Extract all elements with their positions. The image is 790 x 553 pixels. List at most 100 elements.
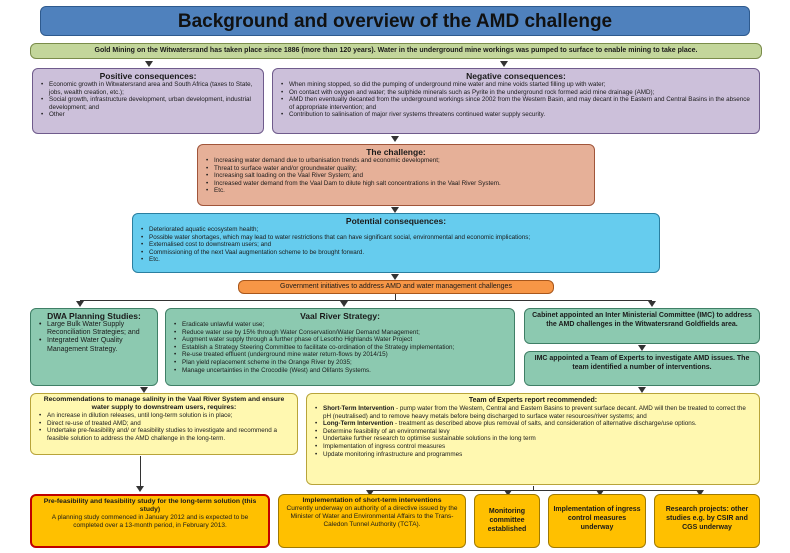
list-item: Social growth, infrastructure developmen…	[41, 96, 259, 111]
list-item: Direct re-use of treated AMD; and	[39, 420, 293, 428]
feasibility-study-title: Pre-feasibility and feasibility study fo…	[43, 498, 257, 513]
government-initiatives-text: Government initiatives to address AMD an…	[280, 283, 512, 290]
imc-team-text: IMC appointed a Team of Experts to inves…	[534, 355, 750, 371]
list-item: Re-use treated effluent (underground min…	[174, 351, 510, 359]
arrow-to-dwa	[76, 301, 84, 307]
connector-line	[395, 294, 396, 300]
list-item: Commissioning of the next Vaal augmentat…	[141, 249, 655, 257]
list-item: Etc.	[206, 187, 590, 195]
page-title: Background and overview of the AMD chall…	[40, 6, 750, 36]
dwa-planning-list: Large Bulk Water Supply Reconciliation S…	[35, 321, 153, 354]
monitoring-committee-text: Monitoring committee established	[487, 508, 527, 533]
list-item: Etc.	[141, 256, 655, 264]
short-term-label: Short-Term Intervention	[323, 405, 395, 412]
challenge-list: Increasing water demand due to urbanisat…	[202, 157, 590, 195]
vaal-strategy-box: Vaal River Strategy: Eradicate unlawful …	[165, 308, 515, 386]
arrow-to-government	[391, 274, 399, 280]
list-item: Integrated Water Quality Management Stra…	[39, 337, 153, 353]
arrow-to-vaal	[340, 301, 348, 307]
gold-mining-text: Gold Mining on the Witwatersrand has tak…	[94, 47, 698, 54]
list-item: Economic growth in Witwatersrand area an…	[41, 81, 259, 96]
negative-consequences-list: When mining stopped, so did the pumping …	[277, 81, 755, 119]
potential-consequences-title: Potential consequences:	[345, 216, 447, 226]
list-item: Other	[41, 111, 259, 119]
arrow-gold-to-positive	[145, 61, 153, 67]
cabinet-imc-box: Cabinet appointed an Inter Ministerial C…	[524, 308, 760, 344]
connector-line	[80, 300, 652, 301]
positive-consequences-box: Positive consequences: Economic growth i…	[32, 68, 264, 134]
list-item: Implementation of ingress control measur…	[315, 443, 755, 451]
arrow-to-feasibility	[136, 486, 144, 492]
challenge-title: The challenge:	[366, 147, 426, 157]
arrow-to-monitoring	[504, 490, 512, 496]
list-item: When mining stopped, so did the pumping …	[281, 81, 755, 89]
list-item: Undertake pre-feasibility and/ or feasib…	[39, 427, 293, 442]
ingress-control-box: Implementation of ingress control measur…	[548, 494, 646, 548]
arrow-gold-to-negative	[500, 61, 508, 67]
arrow-to-team	[638, 387, 646, 393]
short-term-implementation-box: Implementation of short-term interventio…	[278, 494, 466, 548]
positive-consequences-list: Economic growth in Witwatersrand area an…	[37, 81, 259, 119]
short-term-text: - pump water from the Western, Central a…	[323, 405, 746, 420]
cabinet-imc-text: Cabinet appointed an Inter Ministerial C…	[532, 312, 752, 328]
research-projects-text: Research projects: other studies e.g. by…	[665, 506, 749, 531]
list-item: Reduce water use by 15% through Water Co…	[174, 329, 510, 337]
arrow-to-cabinet	[648, 301, 656, 307]
monitoring-committee-box: Monitoring committee established	[474, 494, 540, 548]
list-item: Undertake further research to optimise s…	[315, 435, 755, 443]
arrow-to-potential	[391, 207, 399, 213]
list-item: An increase in dilution releases, until …	[39, 412, 293, 420]
feasibility-study-text: A planning study commenced in January 20…	[51, 514, 249, 529]
list-item: Deteriorated aquatic ecosystem health;	[141, 226, 655, 234]
arrow-to-challenge	[391, 136, 399, 142]
dwa-planning-box: DWA Planning Studies: Large Bulk Water S…	[30, 308, 158, 386]
list-item: Increasing salt loading on the Vaal Rive…	[206, 172, 590, 180]
list-item: Augment water supply through a further p…	[174, 336, 510, 344]
arrow-to-ingress	[596, 490, 604, 496]
government-initiatives-box: Government initiatives to address AMD an…	[238, 280, 554, 294]
arrow-to-short-term	[366, 490, 374, 496]
vaal-strategy-title: Vaal River Strategy:	[300, 311, 380, 321]
dwa-planning-title: DWA Planning Studies:	[47, 311, 141, 321]
list-item: Eradicate unlawful water use;	[174, 321, 510, 329]
long-term-label: Long-Term Intervention	[323, 420, 394, 428]
positive-consequences-title: Positive consequences:	[99, 71, 197, 81]
list-item: Update monitoring infrastructure and pro…	[315, 451, 755, 459]
recommendations-list: An increase in dilution releases, until …	[35, 412, 293, 442]
list-item: Determine feasibility of an environmenta…	[315, 428, 755, 436]
research-projects-box: Research projects: other studies e.g. by…	[654, 494, 760, 548]
vaal-strategy-list: Eradicate unlawful water use; Reduce wat…	[170, 321, 510, 374]
challenge-box: The challenge: Increasing water demand d…	[197, 144, 595, 206]
negative-consequences-box: Negative consequences: When mining stopp…	[272, 68, 760, 134]
list-item: Manage uncertainties in the Crocodile (W…	[174, 367, 510, 375]
potential-consequences-box: Potential consequences: Deteriorated aqu…	[132, 213, 660, 273]
connector-line	[370, 490, 700, 491]
recommendations-box: Recommendations to manage salinity in th…	[30, 393, 298, 455]
short-term-implementation-title: Implementation of short-term interventio…	[302, 497, 442, 504]
list-item: Increased water demand from the Vaal Dam…	[206, 180, 590, 188]
list-item: Large Bulk Water Supply Reconciliation S…	[39, 321, 153, 337]
list-item: Externalised cost to downstream users; a…	[141, 241, 655, 249]
list-item: Increasing water demand due to urbanisat…	[206, 157, 590, 165]
arrow-to-imc	[638, 345, 646, 351]
connector-line	[140, 456, 141, 486]
list-item: Plan yield replacement scheme in the Ora…	[174, 359, 510, 367]
list-item: Contribution to salinisation of major ri…	[281, 111, 755, 119]
ingress-control-text: Implementation of ingress control measur…	[553, 506, 641, 531]
team-report-title: Team of Experts report recommended:	[468, 397, 598, 404]
team-report-list: Short-Term Intervention - pump water fro…	[311, 405, 755, 458]
negative-consequences-title: Negative consequences:	[466, 71, 566, 81]
gold-mining-box: Gold Mining on the Witwatersrand has tak…	[30, 43, 762, 59]
connector-line	[533, 486, 534, 490]
short-term-implementation-text: Currently underway on authority of a dir…	[286, 505, 458, 528]
team-report-box: Team of Experts report recommended: Shor…	[306, 393, 760, 485]
list-item: Establish a Strategy Steering Committee …	[174, 344, 510, 352]
list-item: Possible water shortages, which may lead…	[141, 234, 655, 242]
list-item: Long-Term Intervention - treatment as de…	[315, 420, 755, 428]
list-item: Short-Term Intervention - pump water fro…	[315, 405, 755, 420]
list-item: AMD then eventually decanted from the un…	[281, 96, 755, 111]
feasibility-study-box: Pre-feasibility and feasibility study fo…	[30, 494, 270, 548]
arrow-to-recommendations	[140, 387, 148, 393]
list-item: On contact with oxygen and water; the su…	[281, 89, 755, 97]
arrow-to-research	[696, 490, 704, 496]
